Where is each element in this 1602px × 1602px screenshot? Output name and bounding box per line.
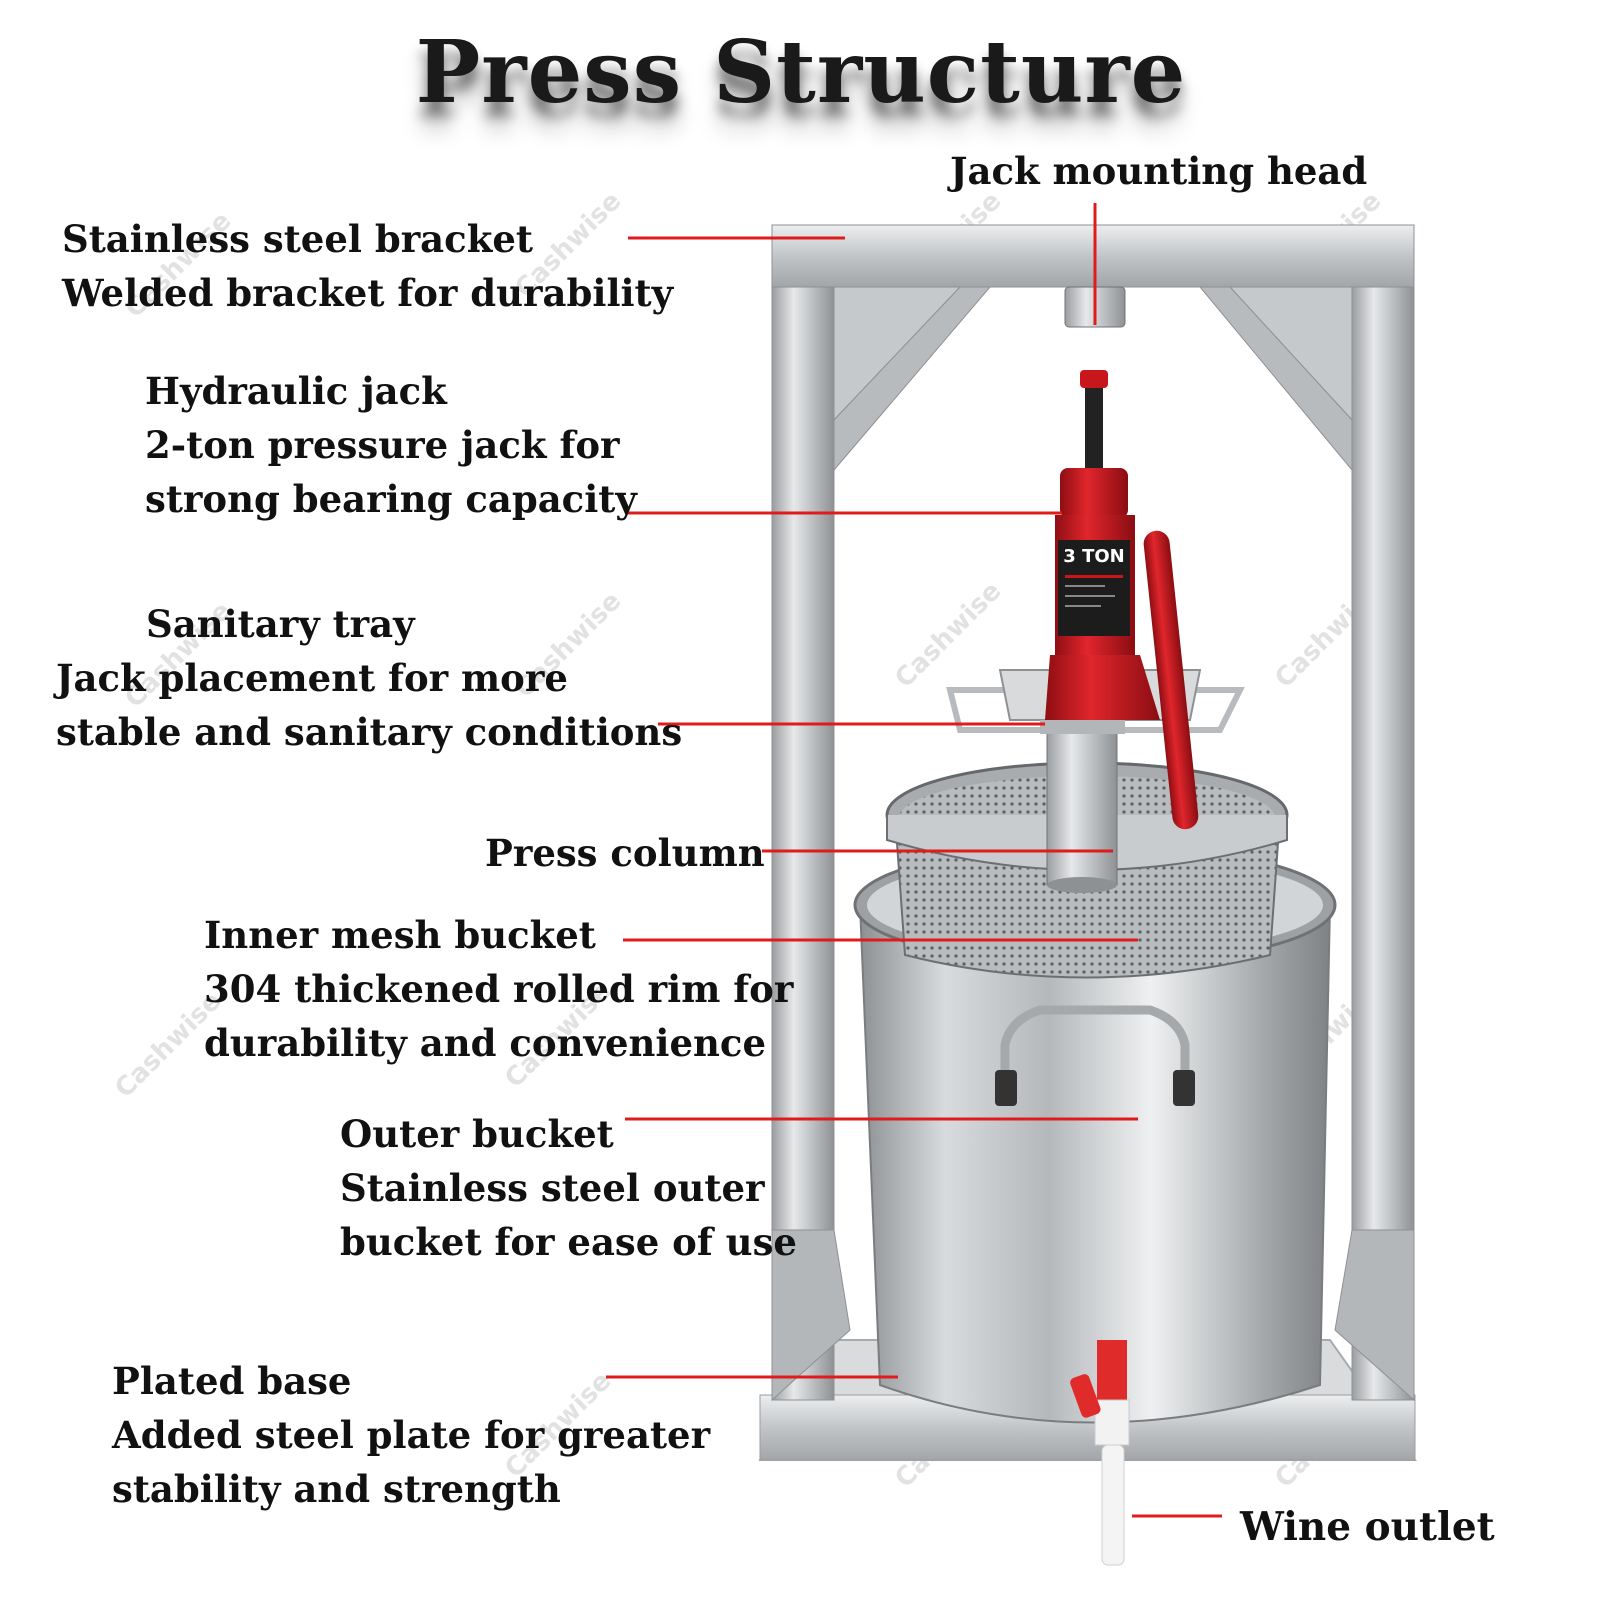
label-bracket: Stainless steel bracket Welded bracket f… <box>62 212 673 320</box>
label-line: stable and sanitary conditions <box>56 710 683 754</box>
label-line: 2-ton pressure jack for <box>145 423 620 467</box>
label-line: Wine outlet <box>1240 1504 1495 1550</box>
label-line: durability and convenience <box>204 1021 766 1065</box>
hydraulic-jack: 3 TON <box>1045 370 1199 830</box>
label-press-column: Press column <box>485 826 765 880</box>
label-plated-base: Plated base Added steel plate for greate… <box>112 1354 710 1516</box>
label-hydraulic-jack: Hydraulic jack 2-ton pressure jack for s… <box>145 364 637 526</box>
label-wine-outlet: Wine outlet <box>1240 1500 1495 1554</box>
label-line: Jack mounting head <box>950 149 1368 193</box>
label-line: Added steel plate for greater <box>112 1413 711 1457</box>
label-outer-bucket: Outer bucket Stainless steel outer bucke… <box>340 1107 797 1269</box>
label-line: Hydraulic jack <box>145 369 447 413</box>
label-line: stability and strength <box>112 1467 561 1511</box>
label-line: strong bearing capacity <box>145 477 637 521</box>
frame <box>758 224 1417 1461</box>
label-jack-mounting-head: Jack mounting head <box>950 144 1367 198</box>
label-line: Jack placement for more <box>56 656 568 700</box>
label-line: Welded bracket for durability <box>62 271 674 315</box>
wine-outlet-valve <box>1070 1340 1130 1566</box>
label-line: bucket for ease of use <box>340 1220 797 1264</box>
label-line: 304 thickened rolled rim for <box>204 967 794 1011</box>
label-sanitary-tray: Sanitary tray Jack placement for more st… <box>56 597 682 759</box>
label-line: Stainless steel outer <box>340 1166 765 1210</box>
label-line: Outer bucket <box>340 1112 614 1156</box>
label-line: Stainless steel bracket <box>62 217 533 261</box>
jack-label: 3 TON <box>1063 546 1124 567</box>
page-title: Press Structure <box>415 22 1187 123</box>
label-line: Press column <box>485 831 765 875</box>
label-line: Sanitary tray <box>146 602 415 646</box>
callout-lines <box>606 203 1222 1518</box>
label-inner-mesh-bucket: Inner mesh bucket 304 thickened rolled r… <box>204 908 793 1070</box>
press-column <box>1046 724 1118 893</box>
label-line: Inner mesh bucket <box>204 913 596 957</box>
label-line: Plated base <box>112 1359 352 1403</box>
